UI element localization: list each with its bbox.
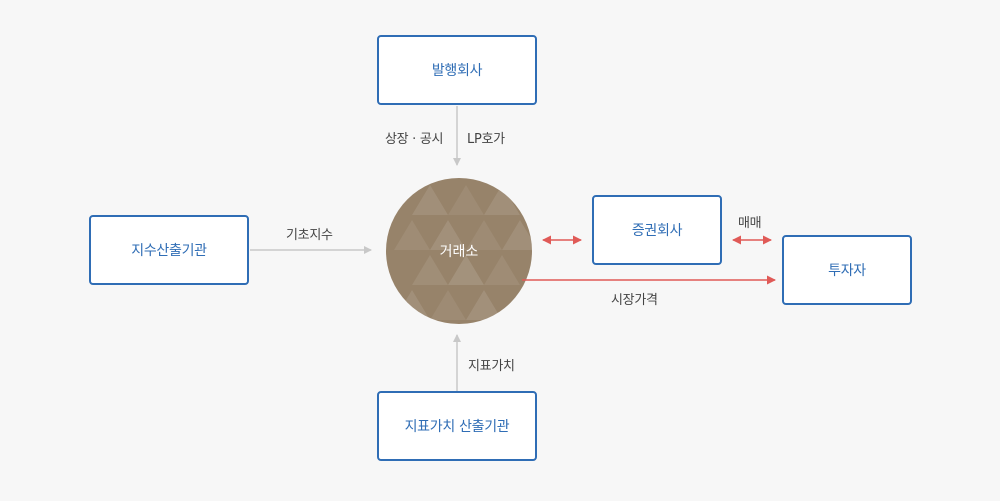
exchange-hub-label-wrap: 거래소 — [386, 178, 532, 324]
exchange-hub — [386, 178, 532, 324]
edge-label-market-price: 시장가격 — [611, 293, 658, 308]
hub-triangle-pattern — [394, 185, 532, 320]
node-securities-label: 증권회사 — [631, 223, 683, 239]
node-investor: 투자자 — [782, 235, 912, 305]
edge-label-trading: 매매 — [738, 216, 762, 231]
node-nav-calc-label: 지표가치 산출기관 — [404, 419, 510, 435]
node-issuer-label: 발행회사 — [431, 63, 483, 79]
node-index-calc: 지수산출기관 — [89, 215, 249, 285]
node-investor-label: 투자자 — [828, 263, 866, 279]
exchange-hub-label: 거래소 — [439, 244, 479, 260]
edge-label-lp-quote: LP호가 — [467, 132, 505, 147]
node-index-calc-label: 지수산출기관 — [131, 243, 207, 259]
edge-label-listing-disclosure: 상장 · 공시 — [385, 132, 444, 147]
node-securities: 증권회사 — [592, 195, 722, 265]
edge-label-indicative-value: 지표가치 — [468, 359, 515, 374]
node-issuer: 발행회사 — [377, 35, 537, 105]
edge-label-base-index: 기초지수 — [286, 228, 333, 243]
node-nav-calc: 지표가치 산출기관 — [377, 391, 537, 461]
